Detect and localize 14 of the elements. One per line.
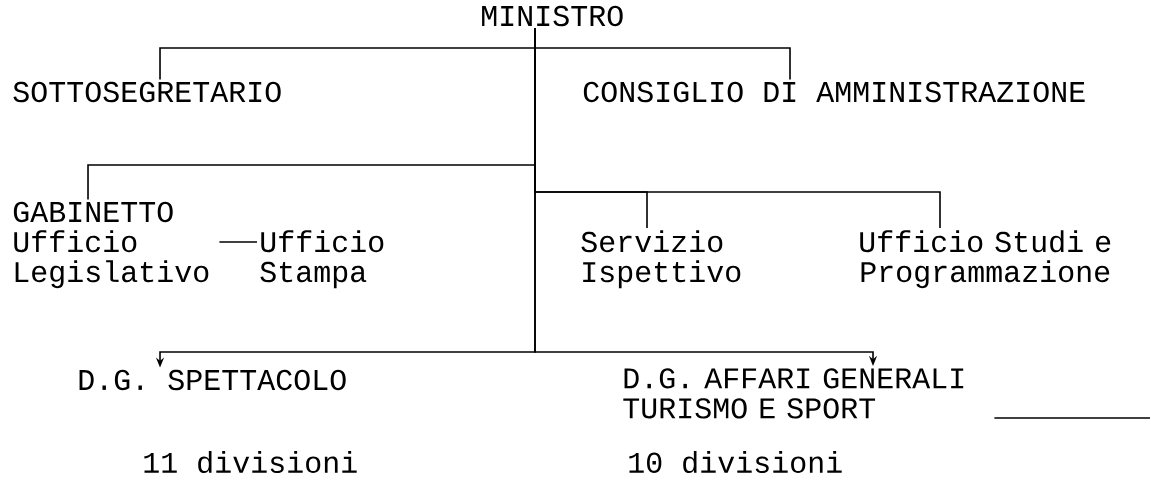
connector-line: [993, 417, 1151, 419]
org-unit-label: Ufficio Stampa: [260, 230, 384, 289]
note-text: 11 divisioni: [144, 450, 357, 474]
org-unit-label: Ufficio Studi e Programmazione: [860, 230, 1111, 289]
org-unit-label: SOTTOSEGRETARIO: [13, 81, 281, 103]
org-unit-label: D.G. AFFARI GENERALI TURISMO E SPORT: [623, 368, 964, 419]
org-unit-label: MINISTRO: [482, 5, 623, 27]
org-unit-label: D.G. SPETTACOLO: [79, 369, 346, 391]
note-text: 10 divisioni: [629, 450, 842, 474]
org-unit-label: GABINETTO: [13, 201, 173, 223]
connector-line: [218, 241, 258, 243]
org-unit-label: Ufficio Legislativo: [14, 230, 209, 289]
org-unit-label: Servizio Ispettivo: [581, 230, 741, 289]
org-unit-label: CONSIGLIO DI AMMINISTRAZIONE: [583, 81, 1085, 103]
